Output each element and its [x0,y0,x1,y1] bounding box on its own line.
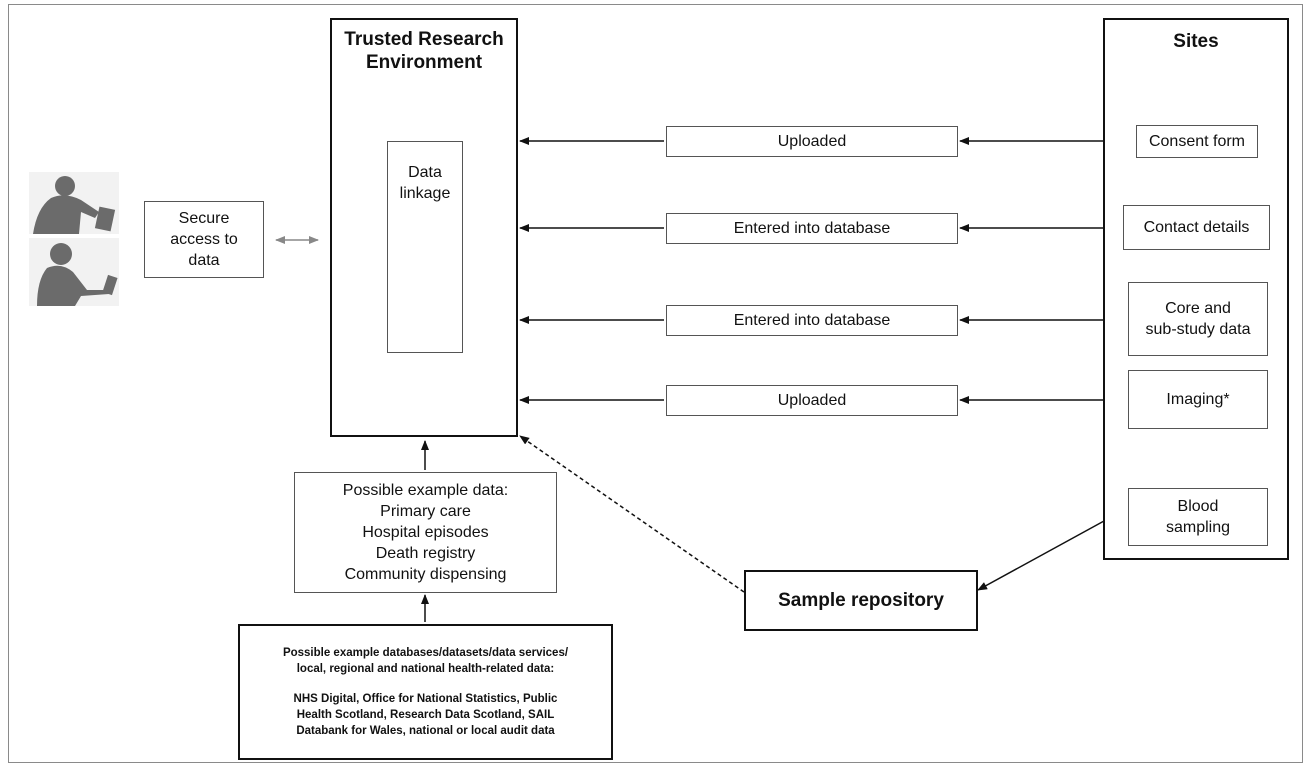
entered-label-1: Entered into database [733,220,891,237]
arrow-repository-to-tre [519,435,745,593]
blood-sampling-box: Blood sampling [1128,488,1268,546]
databases-box: Possible example databases/datasets/data… [238,624,613,760]
core-data-box: Core and sub-study data [1128,282,1268,356]
arrow-sites-to-repository [977,520,1105,591]
sample-repository-label: Sample repository [778,589,944,611]
contact-details-box: Contact details [1123,205,1270,250]
entered-label-2: Entered into database [733,312,891,329]
example-data-box: Possible example data: Primary care Hosp… [294,472,557,593]
databases-body: NHS Digital, Office for National Statist… [293,693,558,737]
sites-title: Sites [1173,31,1219,52]
uploaded-label-1: Uploaded [777,133,847,150]
entered-box-2: Entered into database [666,305,958,336]
core-data-label: Core and sub-study data [1145,300,1251,338]
tre-title: Trusted Research Environment [344,29,504,73]
researcher-silhouette-icon [29,172,119,306]
contact-details-label: Contact details [1143,219,1250,236]
databases-heading: Possible example databases/datasets/data… [282,647,569,675]
uploaded-box-1: Uploaded [666,126,958,157]
secure-access-label: Secure access to data [170,210,238,269]
secure-access-box: Secure access to data [144,201,264,278]
uploaded-box-2: Uploaded [666,385,958,416]
diagram-frame [8,4,1303,763]
uploaded-label-2: Uploaded [777,392,847,409]
imaging-box: Imaging* [1128,370,1268,429]
sample-repository-box: Sample repository [744,570,978,631]
data-linkage-box: Data linkage [387,141,463,353]
consent-form-box: Consent form [1136,125,1258,158]
example-data-label: Possible example data: Primary care Hosp… [342,482,509,583]
blood-sampling-label: Blood sampling [1165,498,1231,536]
imaging-label: Imaging* [1166,391,1230,408]
data-linkage-label: Data linkage [399,164,451,202]
entered-box-1: Entered into database [666,213,958,244]
consent-form-label: Consent form [1148,133,1246,150]
